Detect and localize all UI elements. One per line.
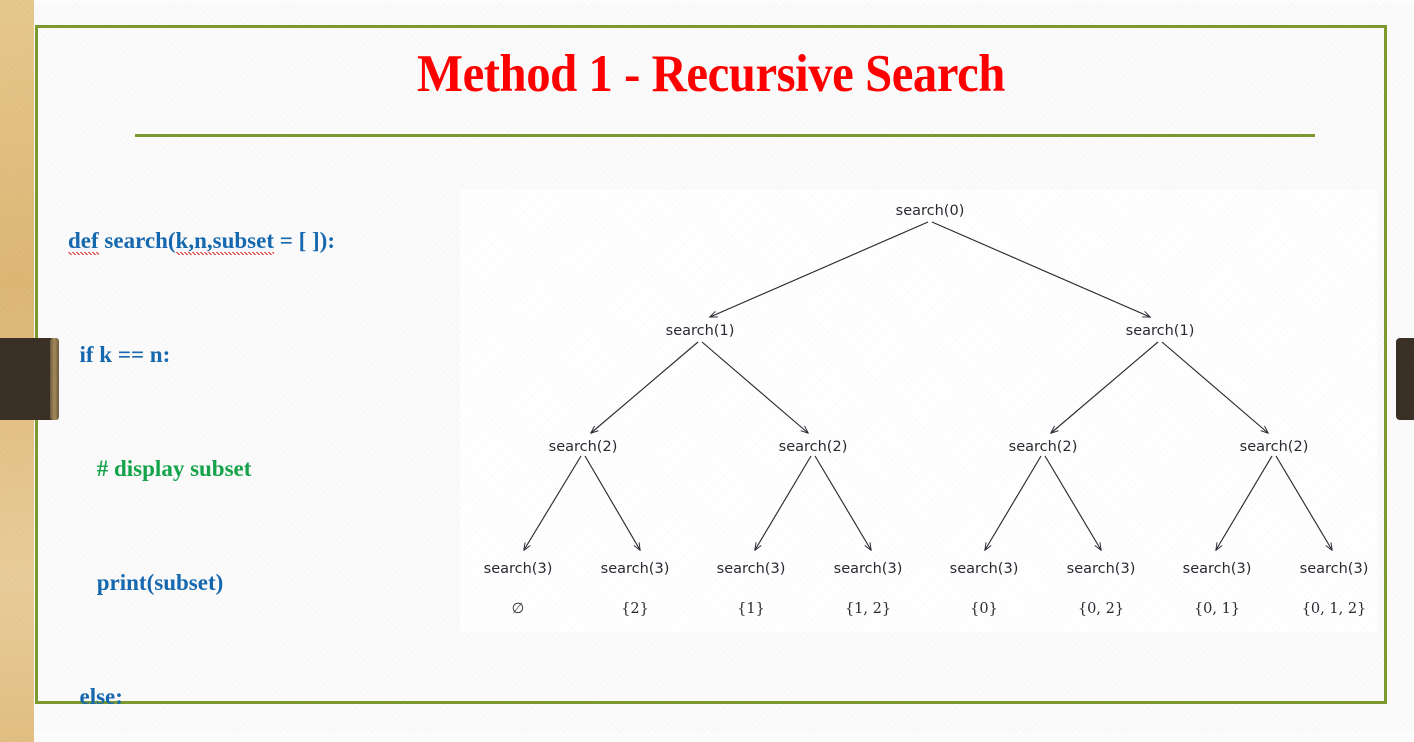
tree-node-depth0-0: search(0) (896, 203, 965, 219)
left-edge-clip-decoration (0, 338, 59, 420)
subset-label-1: {2} (621, 601, 649, 617)
code-line: def search(k,n,subset = [ ]): (68, 228, 335, 255)
subset-labels: ∅ {2} {1} {1, 2} {0} {0, 2} {0, 1} {0, 1… (512, 601, 1367, 617)
code-line: if k == n: (68, 342, 171, 367)
code-block: def search(k,n,subset = [ ]): if k == n:… (68, 146, 488, 742)
tree-node-depth2-2: search(2) (1009, 439, 1078, 455)
subset-label-5: {0, 2} (1078, 601, 1124, 617)
subset-label-7: {0, 1, 2} (1302, 601, 1367, 617)
tree-node-depth3-6: search(3) (1183, 561, 1252, 577)
tree-node-depth3-7: search(3) (1300, 561, 1369, 577)
code-line-comment: # display subset (68, 456, 252, 481)
tree-node-depth2-3: search(2) (1240, 439, 1309, 455)
code-line: print(subset) (68, 570, 224, 595)
title-divider (135, 134, 1315, 137)
tree-node-depth3-5: search(3) (1067, 561, 1136, 577)
figure-background (460, 190, 1377, 632)
tree-node-depth3-0: search(3) (484, 561, 553, 577)
tree-node-depth3-1: search(3) (601, 561, 670, 577)
subset-label-0: ∅ (512, 601, 525, 617)
tree-node-depth3-4: search(3) (950, 561, 1019, 577)
page-title: Method 1 - Recursive Search (417, 45, 1005, 103)
subset-label-6: {0, 1} (1194, 601, 1240, 617)
right-edge-clip-decoration (1396, 338, 1414, 420)
recursion-tree-figure: search(0) search(1) search(1) search(2) … (460, 190, 1377, 632)
tree-node-depth1-0: search(1) (666, 323, 735, 339)
tree-node-depth2-0: search(2) (549, 439, 618, 455)
code-line: else: (68, 684, 123, 709)
tree-edges (524, 221, 1332, 550)
subset-label-2: {1} (737, 601, 765, 617)
tree-node-depth1-1: search(1) (1126, 323, 1195, 339)
tree-node-depth3-3: search(3) (834, 561, 903, 577)
tree-node-depth3-2: search(3) (717, 561, 786, 577)
tree-node-depth2-1: search(2) (779, 439, 848, 455)
tree-nodes: search(0) search(1) search(1) search(2) … (484, 203, 1369, 577)
subset-label-4: {0} (970, 601, 998, 617)
recursion-tree-svg: search(0) search(1) search(1) search(2) … (460, 190, 1377, 632)
subset-label-3: {1, 2} (845, 601, 891, 617)
clip-knob-icon (50, 338, 59, 420)
